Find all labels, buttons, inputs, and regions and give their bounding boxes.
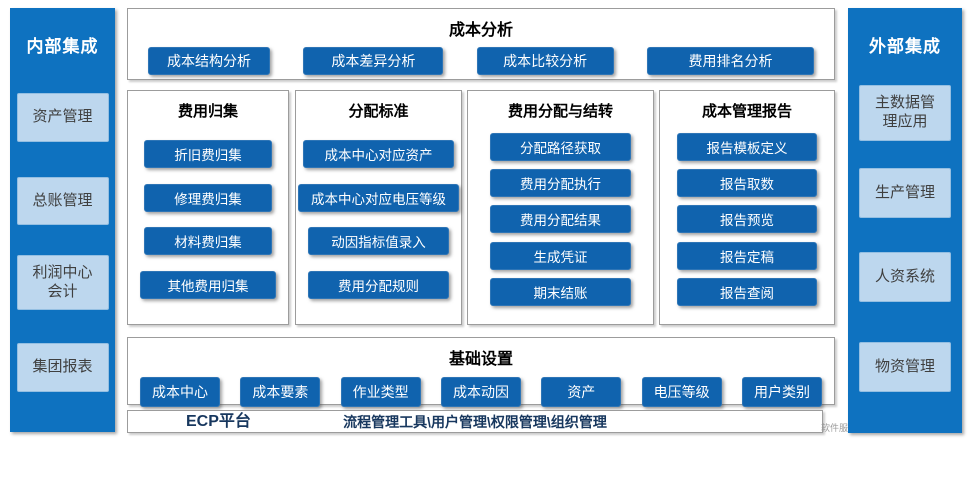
expense-collection-title: 费用归集: [177, 103, 238, 120]
block-repair-cost-collection: 修理费归集: [144, 183, 272, 212]
block-report-template-definition: 报告模板定义: [677, 133, 817, 162]
module-asset-management: 资产管理: [16, 93, 109, 142]
ecp-platform-bar: ECP平台 流程管理工具\用户管理\权限管理\组织管理: [127, 410, 823, 433]
block-user-category: 用户类别: [741, 377, 822, 407]
block-cost-structure-analysis: 成本结构分析: [148, 47, 270, 75]
allocation-standard-panel: 分配标准 成本中心对应资产 成本中心对应电压等级 动因指标值录入 费用分配规则: [295, 90, 462, 325]
block-report-finalize: 报告定稿: [677, 241, 817, 270]
ecp-platform-label: ECP平台: [186, 413, 251, 430]
block-report-data-fetch: 报告取数: [677, 169, 817, 198]
module-material-management: 物资管理: [859, 342, 951, 392]
block-cost-element: 成本要素: [240, 377, 321, 407]
block-other-expense-collection: 其他费用归集: [140, 270, 276, 299]
cost-analysis-panel: 成本分析 成本结构分析 成本差异分析 成本比较分析 费用排名分析: [127, 8, 835, 80]
external-integration-title: 外部集成: [869, 37, 941, 56]
cost-report-panel: 成本管理报告 报告模板定义 报告取数 报告预览 报告定稿 报告查阅: [659, 90, 835, 325]
block-activity-type: 作业类型: [340, 377, 421, 407]
block-asset: 资产: [541, 377, 622, 407]
module-general-ledger: 总账管理: [16, 177, 109, 225]
internal-integration-rail: 内部集成 资产管理 总账管理 利润中心会计 集团报表: [10, 8, 115, 432]
external-integration-rail: 外部集成 主数据管理应用 生产管理 人资系统 物资管理: [848, 8, 962, 433]
block-cost-center: 成本中心: [140, 377, 220, 407]
block-period-end-closing: 期末结账: [490, 277, 631, 306]
module-group-reporting: 集团报表: [16, 343, 109, 392]
block-report-review: 报告查阅: [677, 277, 817, 306]
watermark-text: 软件服: [821, 423, 849, 433]
block-driver-indicator-entry: 动因指标值录入: [308, 227, 449, 256]
block-material-cost-collection: 材料费归集: [144, 227, 272, 256]
block-allocation-execution: 费用分配执行: [490, 169, 631, 198]
module-master-data-management: 主数据管理应用: [859, 85, 951, 141]
module-production-management: 生产管理: [859, 168, 951, 218]
cost-analysis-buttons: 成本结构分析 成本差异分析 成本比较分析 费用排名分析: [128, 40, 834, 75]
block-cost-variance-analysis: 成本差异分析: [303, 47, 444, 75]
block-expense-allocation-rules: 费用分配规则: [308, 270, 449, 299]
block-voltage-level: 电压等级: [641, 377, 722, 407]
ecp-platform-modules: 流程管理工具\用户管理\权限管理\组织管理: [343, 414, 607, 430]
block-generate-voucher: 生成凭证: [490, 241, 631, 270]
block-cost-center-to-voltage-level: 成本中心对应电压等级: [297, 183, 460, 212]
block-cost-center-to-asset: 成本中心对应资产: [303, 140, 454, 169]
allocation-standard-title: 分配标准: [348, 103, 409, 120]
block-expense-ranking-analysis: 费用排名分析: [646, 47, 814, 75]
block-depreciation-collection: 折旧费归集: [144, 140, 272, 169]
cost-report-title: 成本管理报告: [701, 103, 792, 120]
block-cost-comparison-analysis: 成本比较分析: [476, 47, 614, 75]
allocation-carryforward-title: 费用分配与结转: [507, 103, 613, 120]
expense-collection-panel: 费用归集 折旧费归集 修理费归集 材料费归集 其他费用归集: [127, 90, 289, 325]
block-report-preview: 报告预览: [677, 205, 817, 234]
block-cost-driver: 成本动因: [440, 377, 521, 407]
basic-settings-title: 基础设置: [448, 351, 513, 368]
basic-settings-panel: 基础设置 成本中心 成本要素 作业类型 成本动因 资产 电压等级 用户类别: [127, 337, 835, 407]
module-hr-system: 人资系统: [859, 252, 951, 302]
internal-integration-title: 内部集成: [26, 37, 99, 56]
cost-analysis-title: 成本分析: [448, 22, 513, 39]
allocation-carryforward-panel: 费用分配与结转 分配路径获取 费用分配执行 费用分配结果 生成凭证 期末结账: [467, 90, 654, 325]
block-allocation-path-fetch: 分配路径获取: [490, 133, 631, 162]
block-allocation-result: 费用分配结果: [490, 205, 631, 234]
module-profit-center-accounting: 利润中心会计: [16, 255, 109, 310]
